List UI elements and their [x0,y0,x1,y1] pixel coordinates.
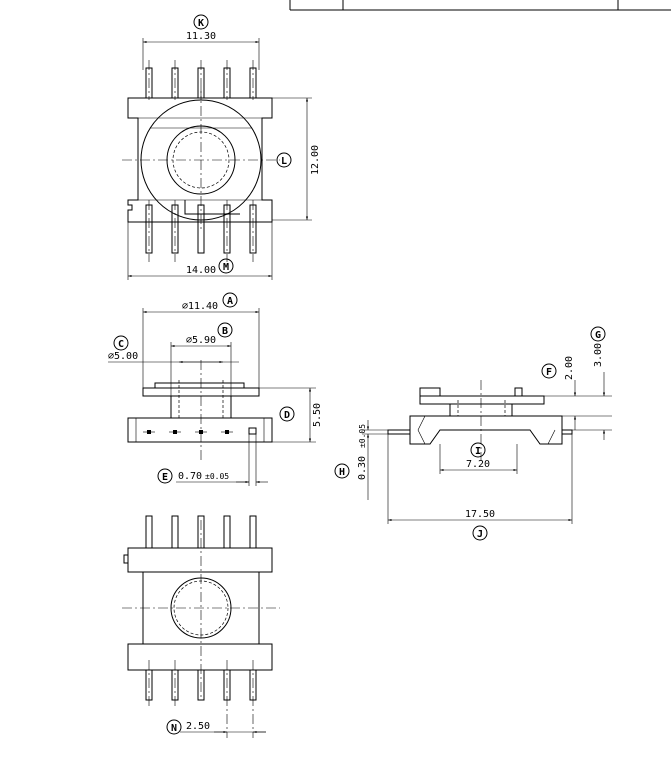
dim-j: 17.50 J [387,434,573,541]
side-view: 2.00 F 3.00 G 0.30 ±0.05 H I 7.20 [334,326,612,541]
label-n: N [171,723,177,734]
tol-h: ±0.05 [358,424,367,448]
bottom-view-pins-lower [145,660,257,738]
label-g: G [595,330,601,341]
value-d: 5.50 [312,403,323,427]
value-k: 11.30 [186,31,216,42]
dim-h: 0.30 ±0.05 H [334,420,388,500]
value-g: 3.00 [593,343,604,367]
front-view: ⌀11.40 A ⌀5.90 B ⌀5.00 C 5.50 [108,292,323,486]
dim-l: 12.00 L [272,97,321,221]
value-m: 14.00 [186,265,216,276]
top-view: K 11.30 12.00 L 14.00 M [122,14,321,280]
value-n: 2.50 [186,721,210,732]
label-a: A [227,296,233,307]
label-e: E [162,472,168,483]
top-view-pins-lower [145,200,257,262]
dim-e: E 0.70 ±0.05 [157,434,268,486]
dim-k: K 11.30 [142,14,260,70]
value-b: ⌀5.90 [186,335,216,346]
dim-a: ⌀11.40 A [142,292,260,388]
title-block-fragment [289,0,671,11]
dim-c: ⌀5.00 C [108,335,239,364]
dim-n: N 2.50 [166,719,266,735]
label-l: L [281,156,287,167]
value-a: ⌀11.40 [182,301,218,312]
label-i: I [475,446,481,457]
dim-f-g: 2.00 F 3.00 G [541,326,612,440]
label-c: C [118,339,124,350]
label-j: J [477,529,483,540]
label-k: K [198,18,204,29]
value-j: 17.50 [465,509,495,520]
dim-i: I 7.20 [439,442,518,474]
value-f: 2.00 [564,356,575,380]
bottom-view: N 2.50 [122,515,280,738]
dim-b: ⌀5.90 B [170,322,233,396]
value-c: ⌀5.00 [108,351,138,362]
value-e: 0.70 [178,471,202,482]
value-i: 7.20 [466,459,490,470]
label-f: F [546,367,552,378]
value-h: 0.30 [357,456,368,480]
label-m: M [223,262,229,273]
front-view-pins [143,427,257,435]
label-b: B [222,326,228,337]
tol-e: ±0.05 [205,472,229,481]
value-l: 12.00 [310,145,321,175]
label-d: D [284,410,290,421]
dim-m: 14.00 M [127,222,273,280]
label-h: H [339,467,345,478]
dim-d: 5.50 D [259,387,323,443]
